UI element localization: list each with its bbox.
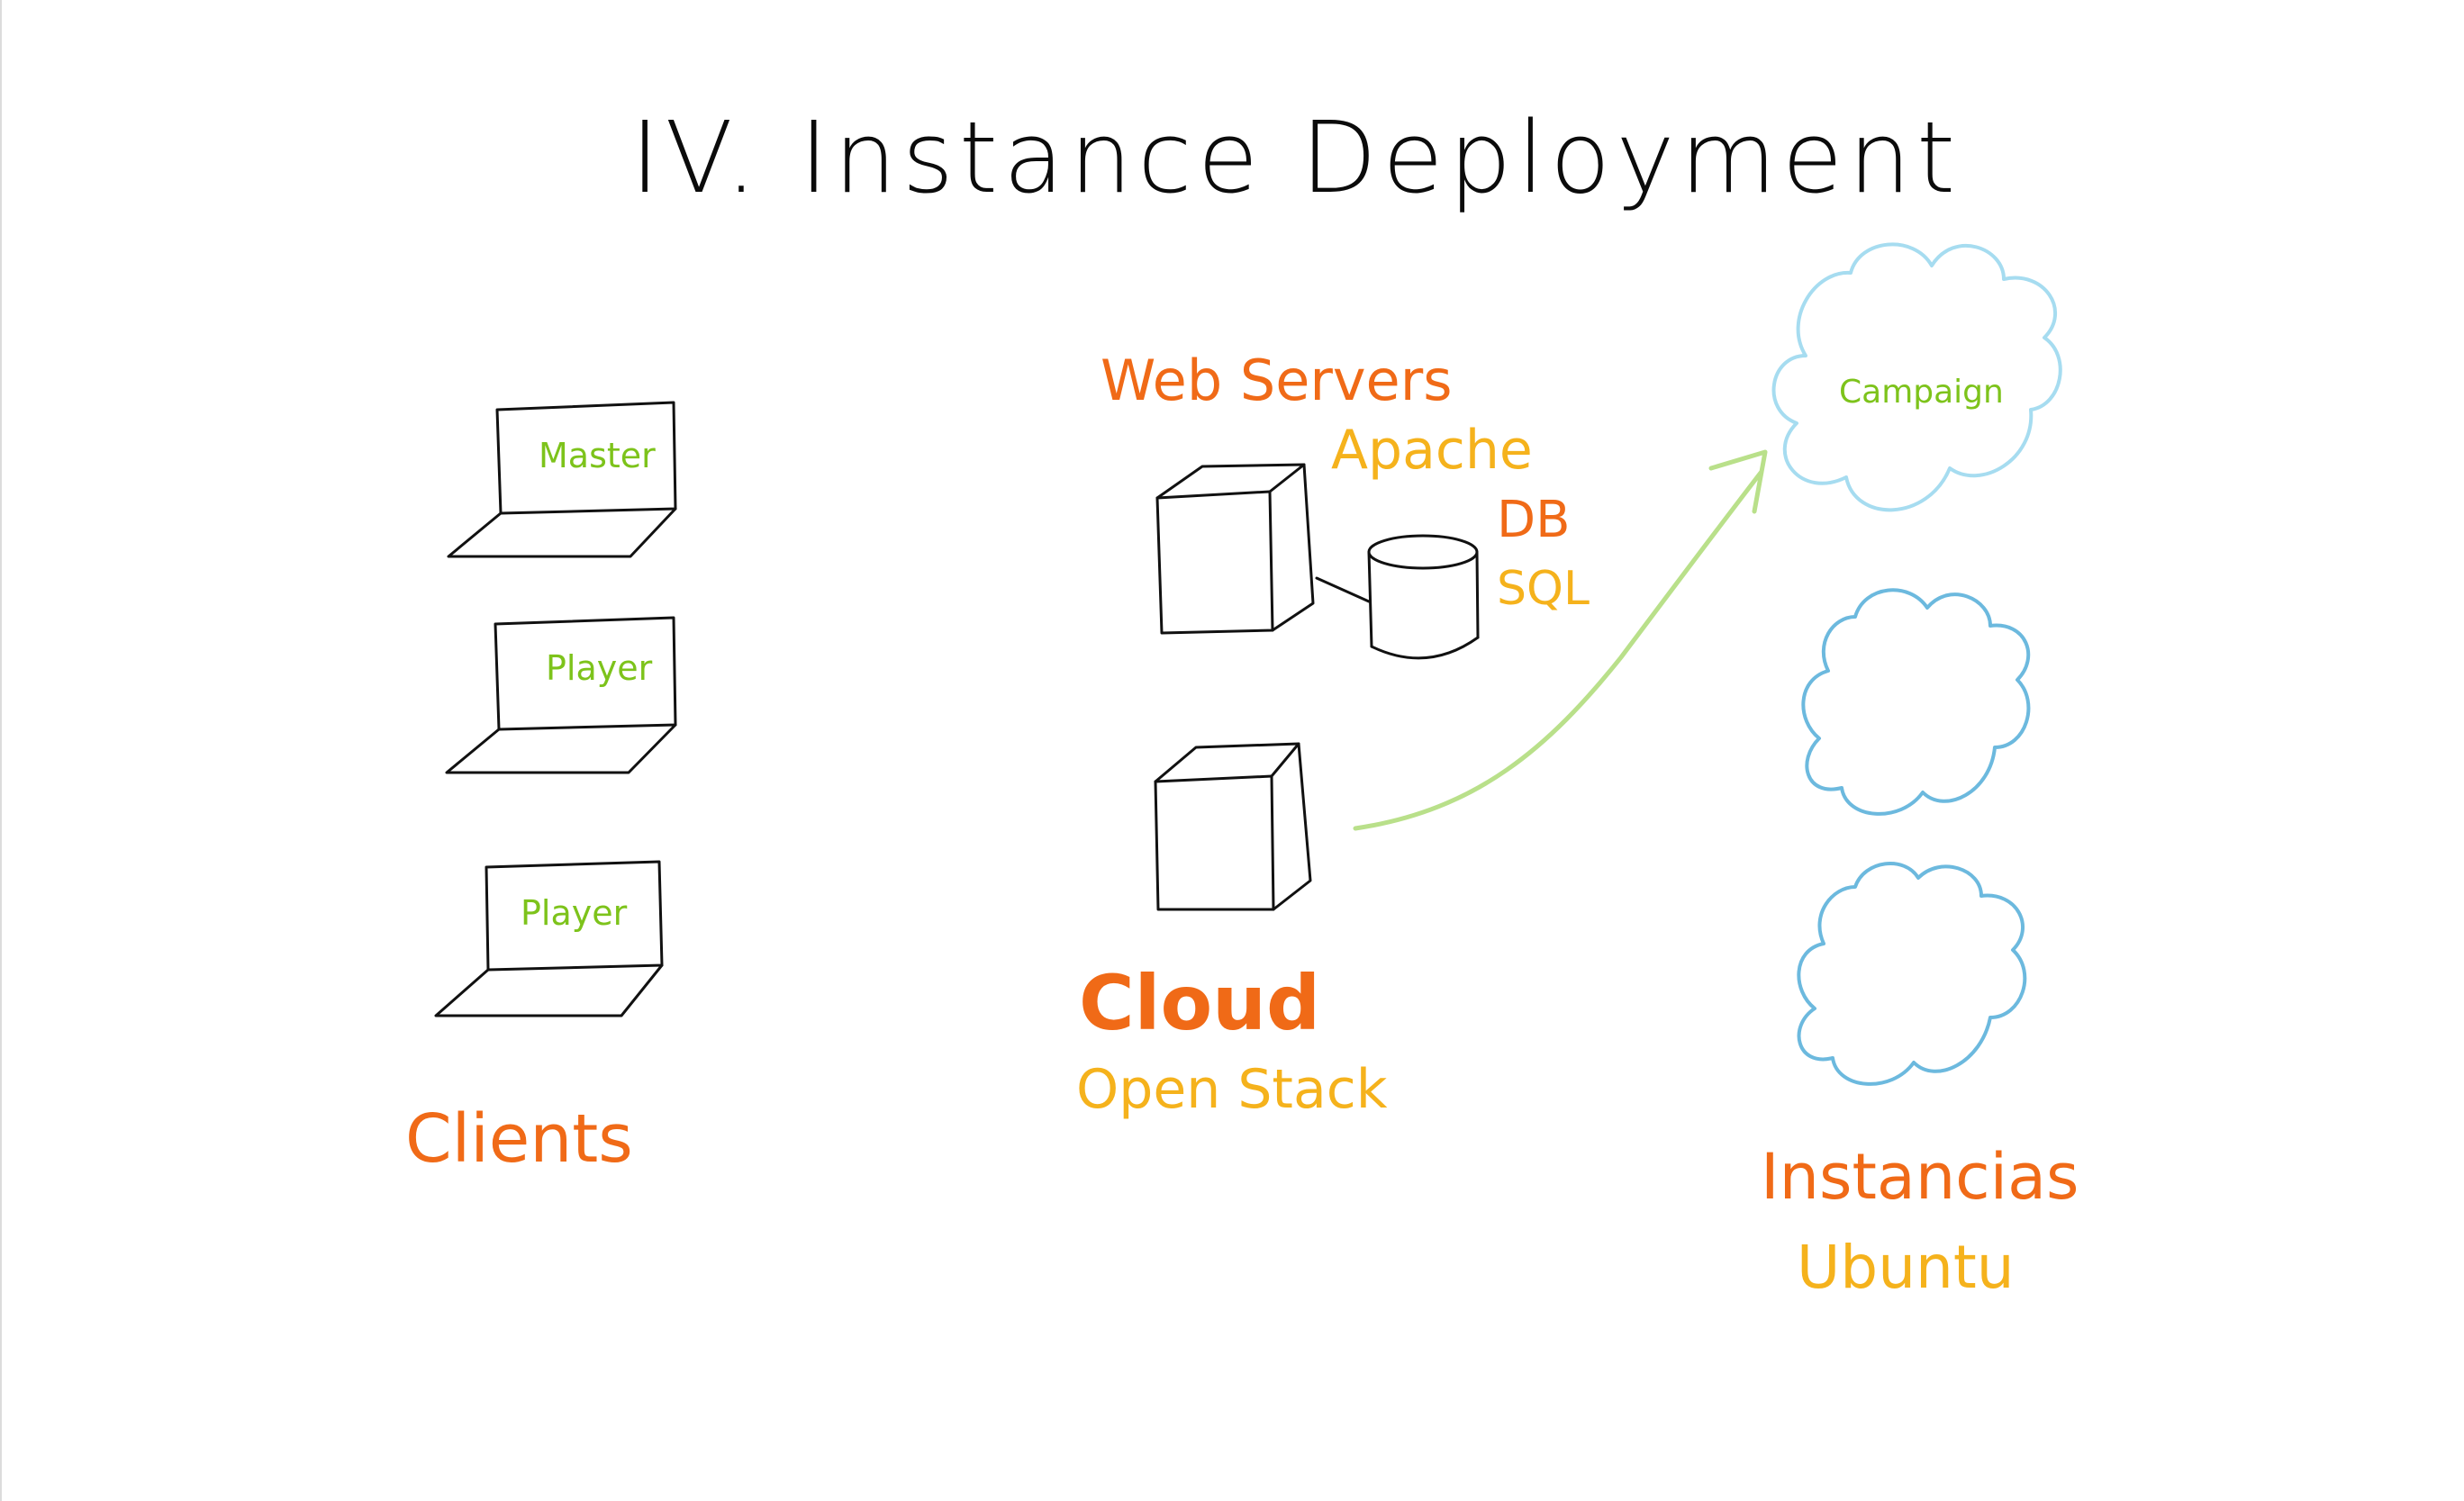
- apache-label: Apache: [1331, 419, 1533, 482]
- openstack-label: Open Stack: [1076, 1058, 1388, 1121]
- instancias-label: Instancias: [1761, 1140, 2079, 1214]
- cloud-label: Cloud: [1079, 959, 1321, 1047]
- cloud-server-cube-icon: [1154, 742, 1312, 911]
- laptop-player-1-icon: [445, 616, 677, 774]
- laptop-screen-label: Player: [521, 893, 628, 933]
- page-title: IV. Instance Deployment: [630, 100, 1961, 215]
- laptop-master-icon: [447, 401, 677, 558]
- server-db-connector: [1315, 576, 1371, 603]
- clients-label: Clients: [405, 1100, 633, 1178]
- canvas-edge: [0, 0, 2, 1501]
- campaign-cloud-icon: [1771, 242, 2062, 512]
- web-servers-label: Web Servers: [1101, 348, 1453, 413]
- ubuntu-label: Ubuntu: [1797, 1233, 2015, 1302]
- instance-cloud-2-icon: [1801, 588, 2031, 816]
- laptop-player-2-icon: [434, 860, 664, 1017]
- laptop-screen-label: Master: [539, 436, 656, 475]
- campaign-label: Campaign: [1839, 374, 2004, 411]
- db-label: DB: [1497, 491, 1571, 549]
- instance-cloud-3-icon: [1797, 862, 2027, 1086]
- sql-label: SQL: [1497, 562, 1590, 616]
- database-cylinder-icon: [1367, 534, 1480, 660]
- deploy-arrow-icon: [1353, 449, 1768, 831]
- web-server-cube-icon: [1155, 463, 1315, 635]
- laptop-screen-label: Player: [546, 648, 653, 688]
